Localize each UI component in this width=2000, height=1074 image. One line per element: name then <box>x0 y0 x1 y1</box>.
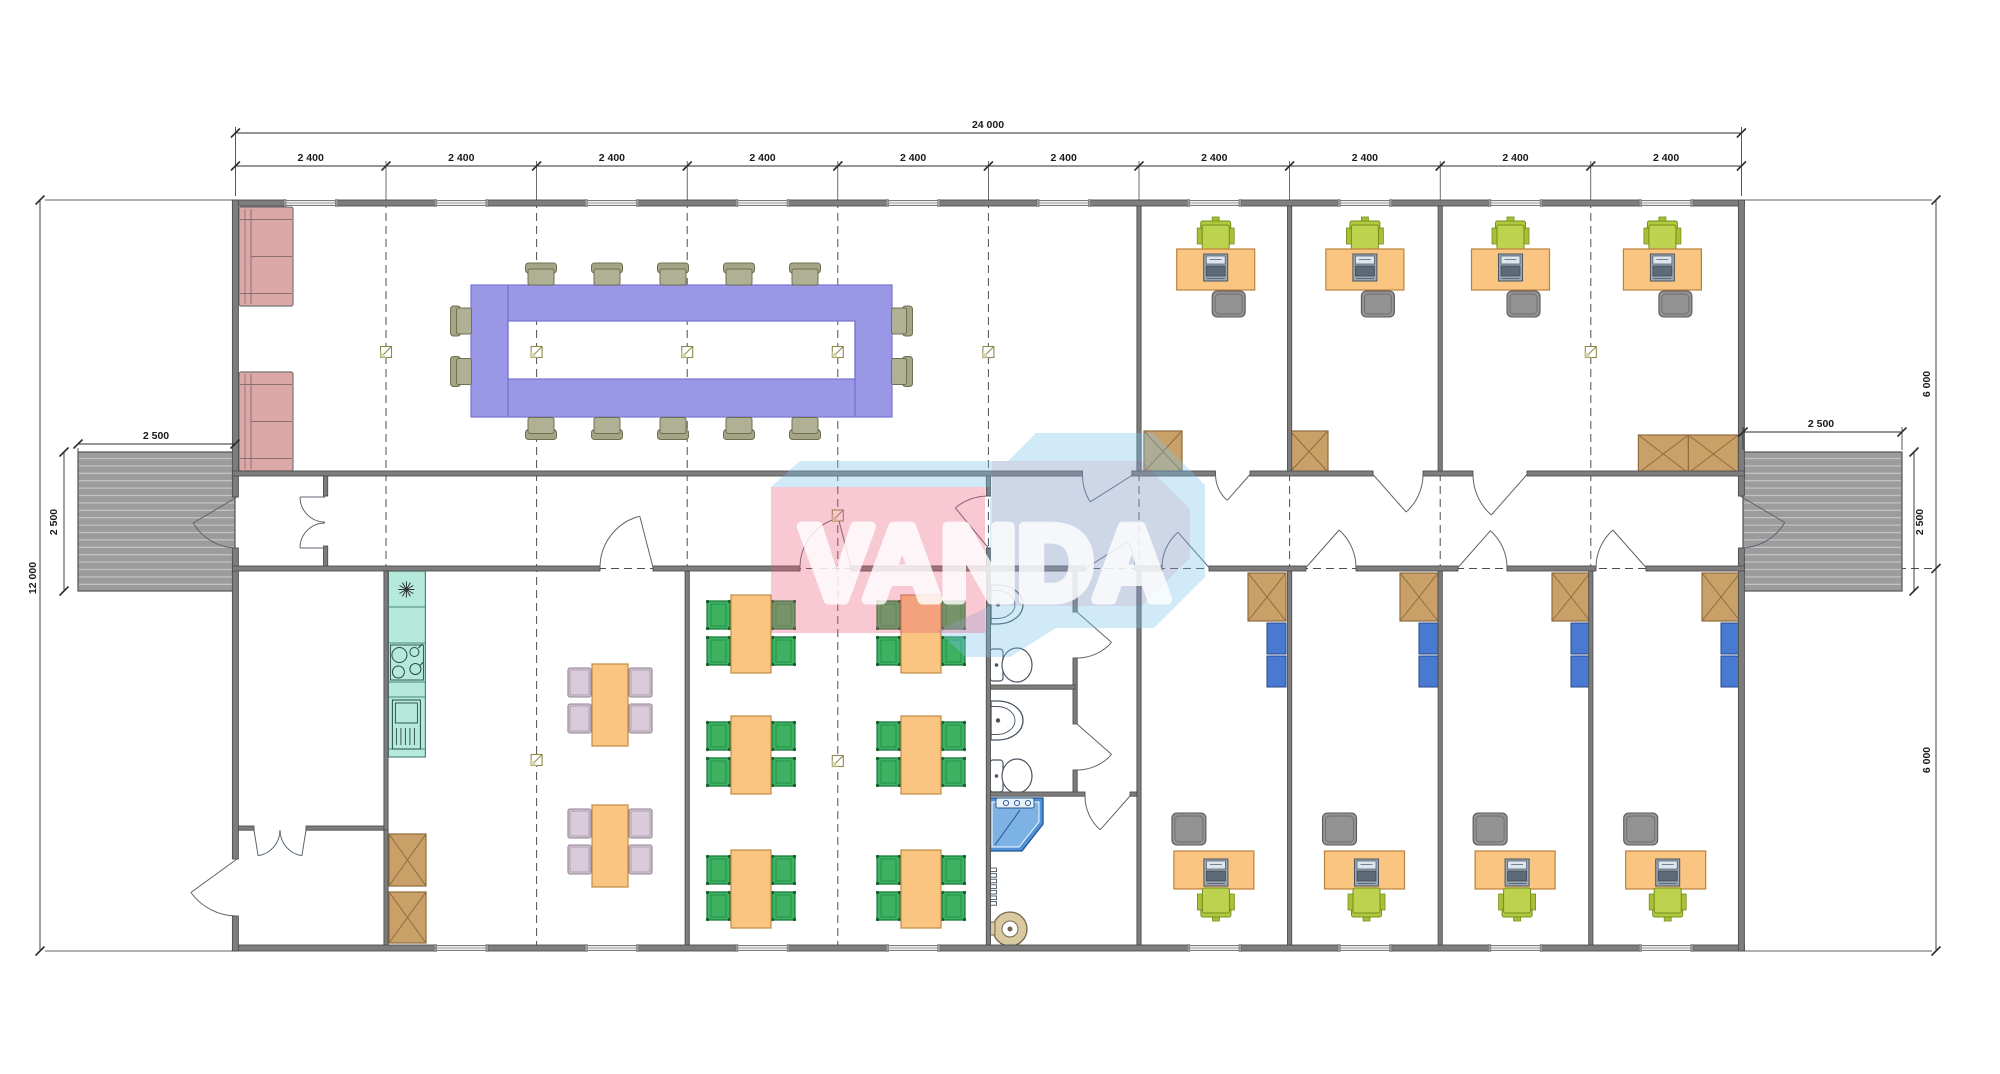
svg-text:24 000: 24 000 <box>972 119 1004 131</box>
svg-text:6 000: 6 000 <box>1921 747 1933 773</box>
svg-text:6 000: 6 000 <box>1921 371 1933 397</box>
svg-text:VANDA: VANDA <box>801 505 1170 623</box>
svg-text:2 400: 2 400 <box>1352 152 1378 164</box>
svg-text:2 400: 2 400 <box>1502 152 1528 164</box>
svg-text:2 400: 2 400 <box>1201 152 1227 164</box>
svg-text:2 500: 2 500 <box>1914 509 1926 535</box>
svg-text:2 400: 2 400 <box>599 152 625 164</box>
svg-text:2 400: 2 400 <box>1051 152 1077 164</box>
svg-text:2 400: 2 400 <box>448 152 474 164</box>
svg-text:2 500: 2 500 <box>1808 418 1834 430</box>
svg-text:2 400: 2 400 <box>900 152 926 164</box>
svg-text:2 500: 2 500 <box>143 430 169 442</box>
svg-text:2 400: 2 400 <box>298 152 324 164</box>
svg-text:2 400: 2 400 <box>749 152 775 164</box>
svg-text:2 400: 2 400 <box>1653 152 1679 164</box>
svg-text:12 000: 12 000 <box>27 562 39 594</box>
svg-text:2 500: 2 500 <box>48 509 60 535</box>
